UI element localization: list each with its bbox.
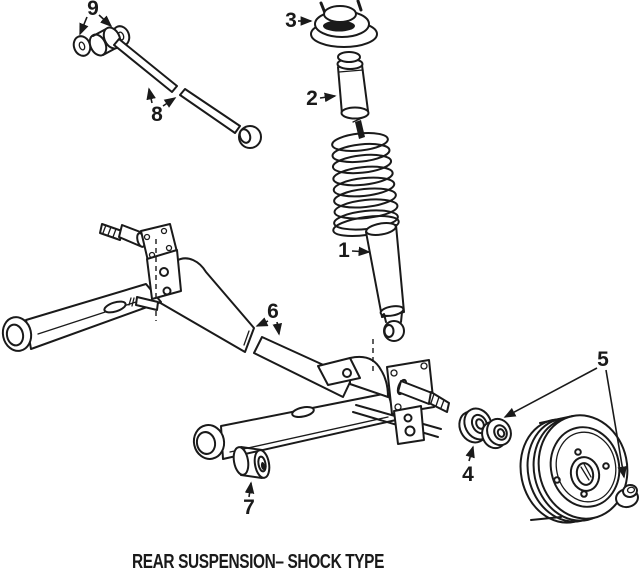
callout-number-6: 6 <box>267 300 279 323</box>
spring-stud <box>355 120 365 139</box>
junction-gusset <box>349 355 389 398</box>
lower-bracket-holes <box>403 413 416 437</box>
shock-absorber <box>332 214 405 342</box>
leader-line-4 <box>465 445 475 462</box>
flange-bolt-holes <box>143 227 173 259</box>
leader-line-8b <box>162 97 177 108</box>
callout-number-2: 2 <box>306 87 318 110</box>
boot-ridge <box>338 69 364 73</box>
lower-trailing-arm <box>220 392 397 460</box>
upper-arm-eyelet-bore <box>5 323 25 347</box>
leader-line-2 <box>319 92 337 103</box>
mount-top-plate <box>323 5 357 23</box>
axle-beam-assembly <box>1 223 450 460</box>
boot-cap <box>337 51 361 63</box>
drum-rim-ring-inner <box>555 431 617 503</box>
dust-boot <box>336 51 370 120</box>
coil-spring <box>331 117 399 231</box>
callout-number-8: 8 <box>151 103 163 126</box>
callout-number-5: 5 <box>597 348 609 371</box>
spring-coil <box>332 165 394 187</box>
strut-mount <box>310 0 378 48</box>
shock-body <box>365 224 405 318</box>
lower-arm-slot <box>291 406 315 418</box>
lower-flange-bracket <box>393 405 425 445</box>
stub-thread-ticks <box>430 393 445 409</box>
diagram-caption: REAR SUSPENSION– SHOCK TYPE <box>132 551 384 573</box>
spring-coil <box>331 132 389 152</box>
leader-line-8a <box>146 87 156 104</box>
callout-number-9: 9 <box>87 0 99 20</box>
lateral-rod-assembly <box>72 25 262 149</box>
eyelet-neck <box>383 311 403 323</box>
shock-mount-bracket <box>317 357 361 386</box>
bushing-face-ring <box>257 455 267 473</box>
boot-bottom <box>340 106 370 120</box>
leader-line-9a <box>79 16 89 36</box>
washer-bore <box>78 41 86 51</box>
brake-drum <box>519 414 629 524</box>
callout-number-1: 1 <box>338 239 350 262</box>
leader-line-6b <box>272 321 283 336</box>
mount-shadow-band <box>323 20 355 32</box>
lower-arm-eyelet-bore <box>195 431 217 455</box>
beam-end-chamfer <box>243 330 250 346</box>
drum-rim-ring <box>549 426 621 508</box>
hub-bore <box>575 462 595 486</box>
lug-holes <box>553 448 610 498</box>
center-spindle-bracket <box>99 223 182 321</box>
shock-collar <box>379 305 405 317</box>
stub-axle-threads <box>428 391 450 413</box>
wheel-flange-bolts <box>390 362 432 411</box>
leader-line-1 <box>351 246 371 257</box>
pivot-bolt <box>135 296 159 311</box>
pivot-bolt-threads <box>128 297 135 307</box>
arm-bushing <box>232 446 271 479</box>
leader-line-9b <box>98 14 113 28</box>
spring-coil <box>331 142 391 164</box>
shock-eyelet-bore <box>383 324 395 338</box>
lower-arm-contour <box>229 416 389 453</box>
hub-hatch <box>580 463 592 481</box>
spring-stud-cap <box>352 117 363 123</box>
leader-line-5a <box>503 367 598 418</box>
shock-mount-hole <box>342 368 352 378</box>
callout-number-3: 3 <box>285 9 297 32</box>
spring-coil <box>333 187 397 209</box>
callouts: 1 2 3 4 5 6 7 8 9 <box>79 0 628 519</box>
rod-segment <box>179 88 241 134</box>
callout-number-4: 4 <box>462 463 474 486</box>
spring-coil <box>331 153 393 175</box>
right-knuckle-group <box>317 339 450 445</box>
leader-line-5b <box>605 369 628 479</box>
callout-number-7: 7 <box>243 496 255 519</box>
rod-segment <box>113 38 178 93</box>
leader-line-6a <box>255 317 269 327</box>
spring-coil <box>333 198 399 220</box>
leader-line-7 <box>244 481 255 498</box>
bushing-bore <box>260 462 266 470</box>
thread-ticks <box>102 224 117 238</box>
shock-top-cap <box>365 221 397 237</box>
nut-bore <box>626 486 636 494</box>
spindle-nut <box>615 483 639 509</box>
bracket-holes <box>159 267 172 296</box>
upper-arm-slot <box>103 300 127 314</box>
drum-silhouette-lines <box>530 415 574 521</box>
wheel-bearings <box>458 407 512 450</box>
bearing-inner-bore <box>496 428 506 438</box>
rod-eyelet-bore <box>238 128 252 144</box>
spring-coil <box>332 176 396 198</box>
beam-segment-front <box>156 257 255 353</box>
